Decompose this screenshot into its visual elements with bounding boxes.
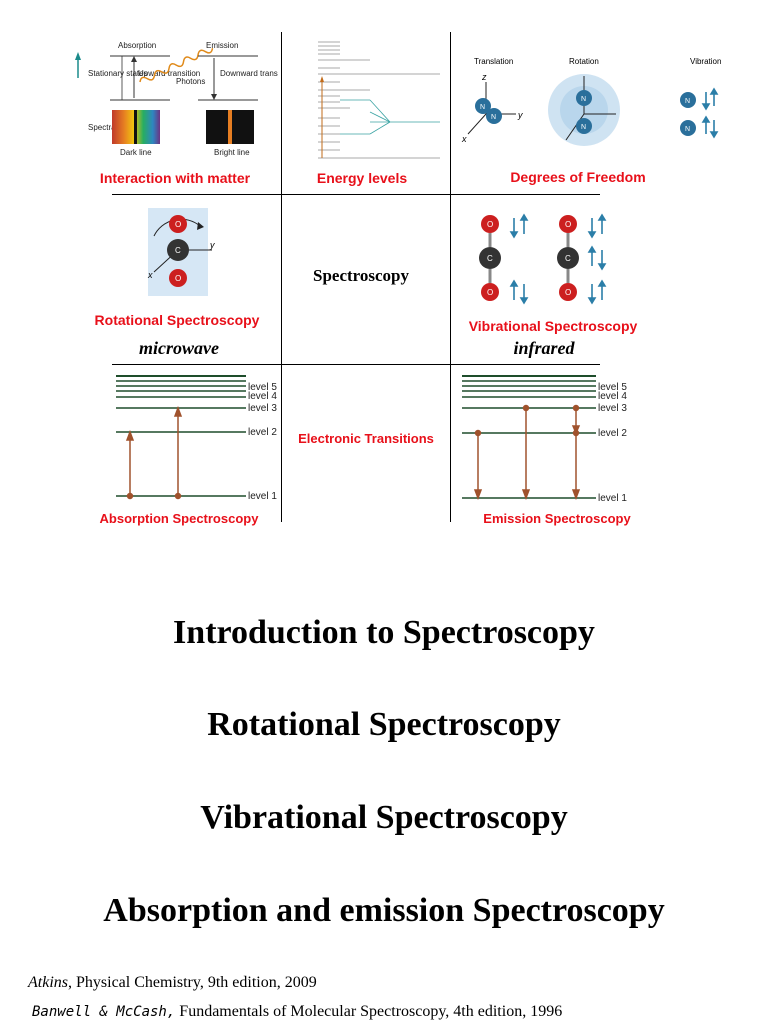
oxygen-atom-label: O: [487, 288, 493, 297]
axis-x-label: x: [461, 134, 467, 144]
dark-line-caption: Dark line: [120, 148, 152, 157]
interaction-label: Interaction with matter: [99, 170, 251, 186]
grid-horizontal-top: [112, 194, 600, 195]
emission-level-diagram: level 5 level 4 level 3 level 2 level 1: [462, 375, 627, 504]
axis-y-label: y: [517, 110, 523, 120]
reference-text: Fundamentals of Molecular Spectroscopy, …: [175, 1003, 563, 1020]
level-label: level 1: [248, 491, 277, 502]
atom-label: N: [491, 114, 496, 121]
heading-introduction: Introduction to Spectroscopy: [173, 614, 595, 651]
downward-caption: Downward transition: [220, 69, 278, 78]
oxygen-atom-label: O: [565, 288, 571, 297]
absorption-level-diagram: level 5 level 4 level 3 level 2 level 1: [116, 375, 277, 502]
atom-label: N: [581, 96, 586, 103]
energy-levels-label: Energy levels: [316, 170, 408, 186]
reference-text: , Physical Chemistry, 9th edition, 2009: [68, 974, 317, 991]
stationary-states-caption: Stationary states: [88, 69, 148, 78]
absorption-label: Absorption Spectroscopy: [99, 511, 259, 526]
heading-absorption-emission: Absorption and emission Spectroscopy: [103, 892, 665, 929]
interaction-diagram: Absorption Stationary states Upward tran…: [75, 41, 278, 157]
rotational-diagram: O C O y x: [147, 208, 215, 296]
level-label: level 3: [248, 403, 277, 414]
level-label: level 2: [598, 428, 627, 439]
spectroscopy-label: Spectroscopy: [312, 266, 410, 285]
axis-z-label: z: [481, 72, 487, 82]
atom-label: N: [480, 104, 485, 111]
level-label: level 4: [248, 391, 277, 402]
degrees-of-freedom-diagram: z y x N N N N N N: [461, 72, 719, 146]
spectra-caption: Spectra: [88, 123, 116, 132]
vibrational-diagram: O C O O C O: [479, 213, 607, 305]
reference-atkins: Atkins, Physical Chemistry, 9th edition,…: [28, 974, 317, 992]
rotation-caption: Rotation: [569, 57, 599, 66]
grid-vertical-right: [450, 32, 451, 522]
vibrational-label: Vibrational Spectroscopy: [468, 318, 638, 334]
oxygen-atom-label: O: [175, 220, 181, 229]
emission-caption: Emission: [206, 41, 238, 50]
oxygen-atom-label: O: [565, 220, 571, 229]
vibration-caption: Vibration: [690, 57, 722, 66]
atom-label: N: [685, 98, 690, 105]
reference-author: Banwell & McCash,: [32, 1004, 176, 1020]
degrees-of-freedom-label: Degrees of Freedom: [510, 169, 646, 185]
energy-levels-diagram: [318, 41, 440, 159]
reference-author: Atkins: [28, 974, 68, 991]
grid-vertical-left: [281, 32, 282, 522]
carbon-atom-label: C: [565, 254, 571, 263]
level-label: level 2: [248, 427, 277, 438]
upward-caption: Upward transition: [138, 69, 200, 78]
infrared-label: infrared: [513, 338, 575, 358]
carbon-atom-label: C: [175, 246, 181, 255]
level-label: level 1: [598, 493, 627, 504]
rotational-label: Rotational Spectroscopy: [94, 312, 260, 328]
axis-y-label: y: [209, 240, 215, 250]
level-label: level 5: [248, 382, 277, 393]
level-label: level 5: [598, 382, 627, 393]
level-label: level 3: [598, 403, 627, 414]
atom-label: N: [581, 124, 586, 131]
level-label: level 4: [598, 391, 627, 402]
grid-horizontal-bottom: [112, 364, 600, 365]
atom-label: N: [685, 126, 690, 133]
heading-rotational: Rotational Spectroscopy: [207, 706, 561, 743]
oxygen-atom-label: O: [175, 274, 181, 283]
bright-line-caption: Bright line: [214, 148, 250, 157]
photons-caption: Photons: [176, 77, 205, 86]
oxygen-atom-label: O: [487, 220, 493, 229]
electronic-transitions-label: Electronic Transitions: [298, 431, 434, 446]
heading-vibrational: Vibrational Spectroscopy: [200, 799, 568, 836]
axis-x-label: x: [147, 270, 153, 280]
microwave-label: microwave: [139, 338, 219, 358]
carbon-atom-label: C: [487, 254, 493, 263]
translation-caption: Translation: [474, 57, 514, 66]
emission-label: Emission Spectroscopy: [483, 511, 631, 526]
reference-banwell: Banwell & McCash, Fundamentals of Molecu…: [32, 1003, 562, 1021]
absorption-caption: Absorption: [118, 41, 156, 50]
